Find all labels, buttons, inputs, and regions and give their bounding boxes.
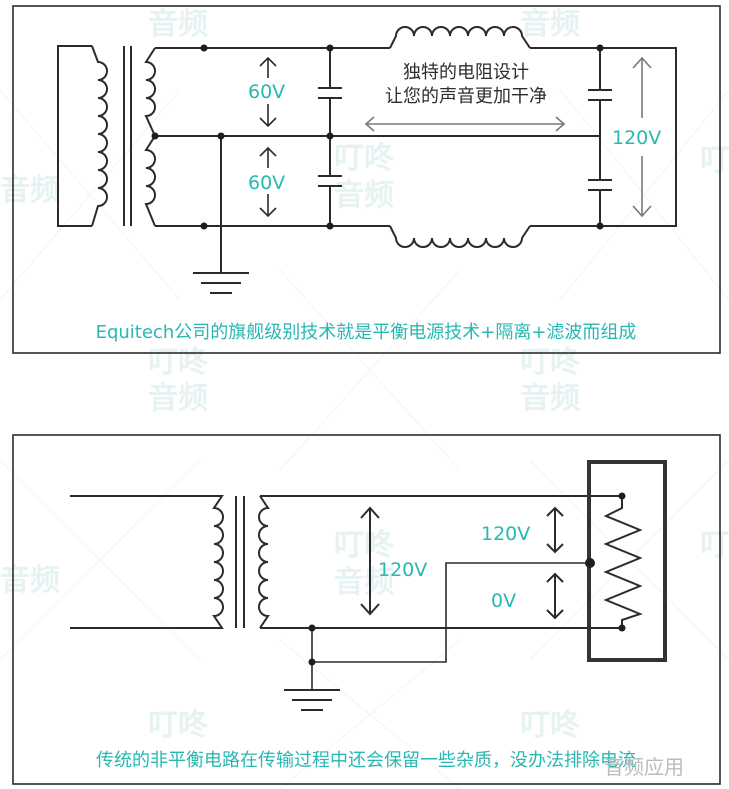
junction-dot bbox=[326, 44, 334, 52]
corner-watermark: 音频应用 bbox=[604, 755, 684, 779]
watermark-text: 音频 bbox=[334, 178, 394, 213]
junction-dot bbox=[308, 624, 316, 632]
watermark-text: 音频 bbox=[520, 381, 580, 416]
junction-dot bbox=[217, 132, 225, 140]
junction-dot bbox=[200, 222, 208, 230]
primary-coil-2 bbox=[70, 495, 224, 629]
voltage-arrow-120v-left bbox=[360, 506, 380, 616]
watermark-text: 音频 bbox=[0, 563, 60, 598]
horizontal-double-arrow bbox=[364, 116, 566, 132]
load-resistor bbox=[603, 496, 643, 628]
junction-dot bbox=[585, 558, 595, 568]
diagram1-caption: Equitech公司的旗舰级别技术就是平衡电源技术+隔离+滤波而组成 bbox=[96, 322, 637, 343]
primary-coil bbox=[91, 45, 108, 227]
label-60v-bottom: 60V bbox=[248, 172, 285, 194]
secondary-coil-bottom bbox=[144, 135, 156, 227]
watermark-text: 叮咚 bbox=[700, 528, 729, 563]
junction-dot bbox=[326, 222, 334, 230]
watermark-text: 音频 bbox=[520, 7, 580, 42]
top-resistor-inductor bbox=[389, 26, 531, 49]
capacitor-right-top bbox=[588, 48, 612, 136]
watermark-text: 叮咚 bbox=[148, 708, 209, 743]
label-120v: 120V bbox=[612, 127, 661, 149]
watermark-text: 音频 bbox=[148, 7, 208, 42]
capacitor-left-bottom bbox=[318, 136, 342, 226]
watermark-text: 叮咚 bbox=[520, 708, 581, 743]
junction-dot bbox=[151, 132, 159, 140]
label-120v-right: 120V bbox=[481, 523, 530, 545]
load-box bbox=[587, 460, 667, 662]
label-60v-top: 60V bbox=[248, 81, 285, 103]
diagram2-caption: 传统的非平衡电路在传输过程中还会保留一些杂质，没办法排除电流 bbox=[96, 750, 636, 771]
junction-dot bbox=[618, 624, 626, 632]
label-0v: 0V bbox=[491, 590, 516, 612]
voltage-arrow-60v-bottom bbox=[259, 146, 277, 218]
junction-dot bbox=[618, 492, 626, 500]
watermark-text: 叮咚 bbox=[334, 528, 395, 563]
watermark-text: 音频 bbox=[0, 173, 60, 208]
voltage-arrow-120v bbox=[632, 56, 652, 218]
balanced-power-diagram: 60V 60V 120V 独特的电阻设计 让您的声音更加干净 Equitech公… bbox=[12, 5, 721, 354]
watermark-text: 叮咚 bbox=[520, 345, 581, 380]
voltage-arrow-120v-right bbox=[546, 506, 564, 554]
secondary-coil-2 bbox=[258, 495, 270, 629]
junction-dot bbox=[596, 222, 604, 230]
watermark-text: 音频 bbox=[334, 565, 394, 600]
primary-winding-leads bbox=[57, 45, 92, 227]
junction-dot bbox=[326, 132, 334, 140]
bottom-resistor-inductor bbox=[389, 225, 531, 248]
resistor-text-line2: 让您的声音更加干净 bbox=[385, 86, 547, 107]
capacitor-left-top bbox=[318, 48, 342, 136]
diagram2-frame bbox=[12, 434, 721, 785]
watermark-text: 叮咚 bbox=[700, 143, 729, 178]
junction-dot bbox=[200, 44, 208, 52]
secondary-coil-top bbox=[144, 47, 156, 137]
watermark-group: 音频 音频 叮咚 音频 叮咚 音频 叮咚 音频 叮咚 音频 叮咚 叮咚 叮咚 音… bbox=[0, 7, 729, 743]
diagram1-frame bbox=[12, 5, 721, 354]
junction-dot bbox=[596, 44, 604, 52]
label-120v-left: 120V bbox=[378, 559, 427, 581]
capacitor-right-bottom bbox=[588, 136, 612, 226]
unbalanced-power-diagram: 120V 120V 0V 传统的非平衡电路在传输过程中还会保留一些杂质，没办法排… bbox=[12, 434, 721, 785]
watermark-text: 音频 bbox=[148, 381, 208, 416]
voltage-arrow-0v bbox=[546, 572, 564, 620]
resistor-text-line1: 独特的电阻设计 bbox=[403, 62, 529, 83]
junction-dot bbox=[308, 658, 316, 666]
voltage-arrow-60v-top bbox=[259, 56, 277, 128]
watermark-text: 叮咚 bbox=[148, 345, 209, 380]
watermark-text: 叮咚 bbox=[334, 141, 395, 176]
